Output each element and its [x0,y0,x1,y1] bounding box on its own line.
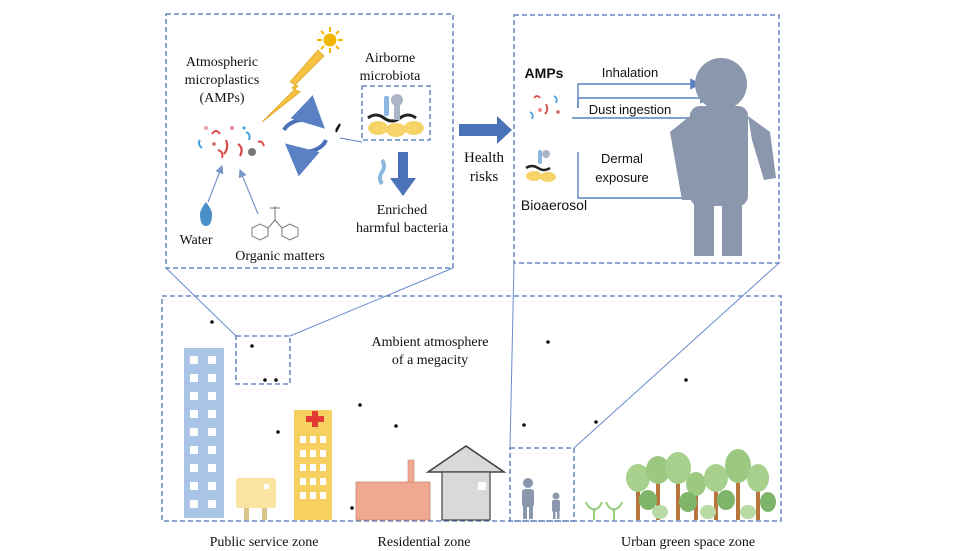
bacteria-strand-icon [378,158,386,186]
health-risks-arrow-icon [459,116,512,144]
microbiota-inset-box [361,85,431,141]
hospital-icon [294,410,332,520]
house-icon [425,445,507,521]
lightning-icon [261,49,325,123]
amps-title-line1: Atmospheric [186,55,258,70]
exposure-panel [513,14,780,264]
zone-label-public-service: Public service zone [210,535,319,550]
building-icon [184,348,224,518]
enriched-label-line1: Enriched [377,203,428,218]
route-inhalation: Inhalation [602,65,658,80]
microbiota-link-line [339,137,363,143]
amps-panel [165,13,454,269]
zoom-connector-lines [165,262,780,449]
ambient-label-line1: Ambient atmosphere [371,335,488,350]
health-risks-line1: Health [464,150,504,166]
factory-icon [355,459,431,521]
sun-icon [317,27,343,53]
inset-box-air [235,335,291,385]
amps-short-label: AMPs [525,65,564,81]
people-icon [522,478,560,519]
microplastics-small-icon [529,95,560,120]
inset-box-person [509,447,575,522]
route-dust-ingestion: Dust ingestion [589,102,671,117]
molecule-icon [251,206,299,241]
bioaerosol-icon [525,150,556,182]
water-label: Water [179,233,212,248]
megacity-panel [161,295,782,522]
water-arrow [207,164,224,203]
route-dermal-line2: exposure [595,170,648,185]
airborne-label-line1: Airborne [365,51,416,66]
zone-label-residential: Residential zone [378,535,471,550]
organic-arrow [238,168,259,215]
bioaerosol-label: Bioaerosol [521,197,587,213]
route-dermal-line1: Dermal [601,151,643,166]
enriched-label-line2: harmful bacteria [356,221,449,236]
zone-label-urban-green: Urban green space zone [621,535,755,550]
ambient-label-line2: of a megacity [392,353,468,368]
cycle-arrows-icon [282,95,328,177]
organic-label: Organic matters [235,249,325,264]
bacteria-icon [367,94,424,137]
health-risks-line2: risks [470,169,499,185]
airborne-label-line2: microbiota [360,69,421,84]
small-building-icon [236,478,276,520]
amps-title-line3: (AMPs) [199,91,244,106]
amps-title-line2: microplastics [185,73,260,88]
microplastics-cluster-icon [197,126,265,159]
human-silhouette-icon [670,58,776,256]
tree-icon [585,449,776,520]
down-arrow-icon [390,152,416,196]
